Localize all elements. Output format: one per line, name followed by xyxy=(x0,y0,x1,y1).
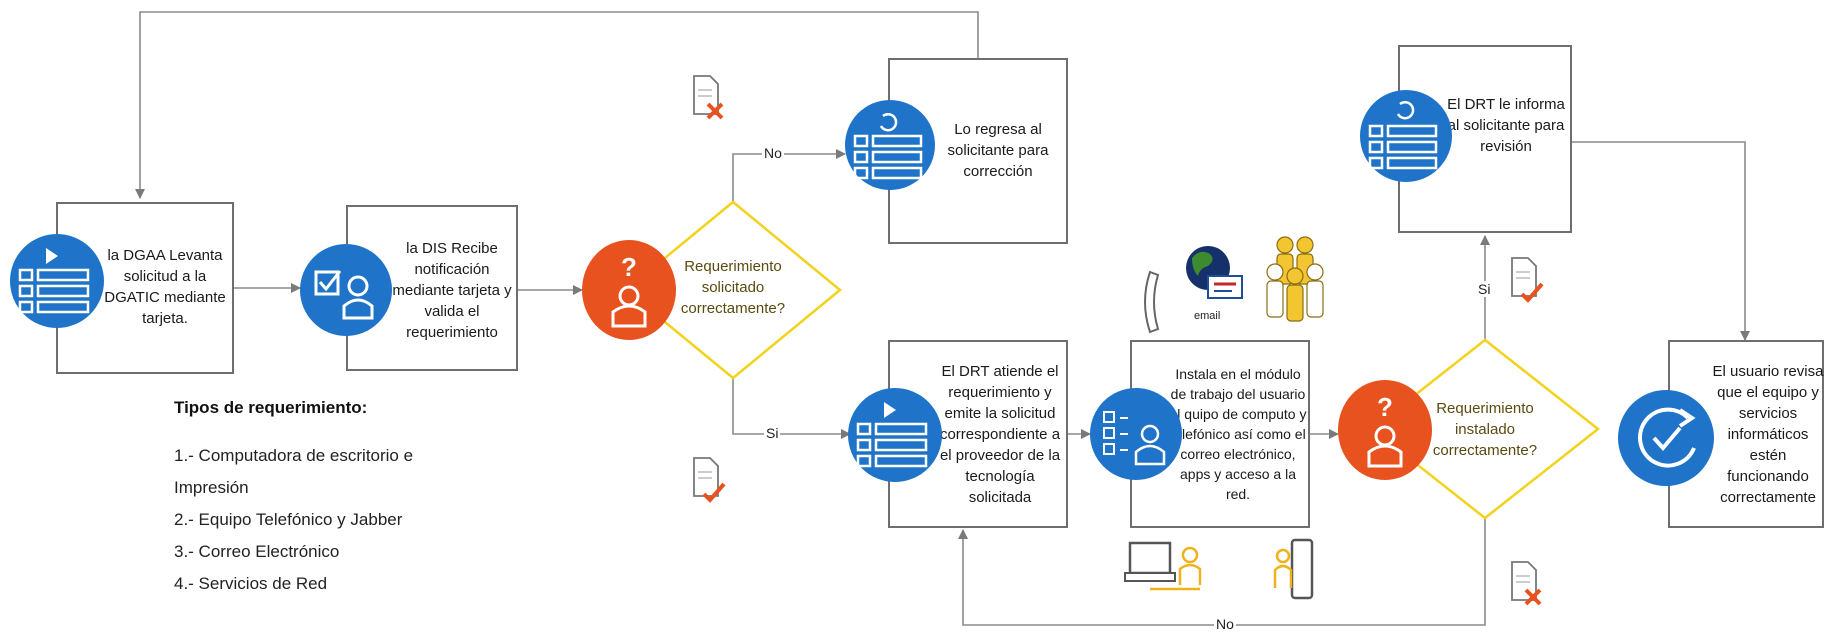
form-play-icon xyxy=(18,248,90,314)
requirement-type-item: 1.- Computadora de escritorio e xyxy=(174,446,414,465)
edge-label-no-2: No xyxy=(1214,616,1236,632)
loop-return-line xyxy=(135,11,979,199)
return-text: Lo regresa al solicitante para correcció… xyxy=(947,120,1049,180)
question-user-icon: ? xyxy=(1367,392,1403,468)
email-globe-icon xyxy=(1186,246,1243,299)
step4-tasklist-user-icon xyxy=(1090,388,1182,480)
form-play-icon xyxy=(856,402,928,468)
arrow-d1-no xyxy=(732,149,846,202)
arrow-d1-si xyxy=(732,378,851,439)
doc-approved-icon-2 xyxy=(1511,257,1544,303)
step2-checklist-user-icon xyxy=(300,244,392,336)
doc-rejected-icon-2 xyxy=(1511,561,1542,606)
step3-text: El DRT atiende el requerimiento y emite … xyxy=(939,362,1061,506)
step3-form-icon xyxy=(848,388,942,482)
svg-text:?: ? xyxy=(1377,392,1393,422)
question-user-icon: ? xyxy=(611,252,647,328)
checklist-user-icon xyxy=(314,270,374,320)
decision2-question-icon: ? xyxy=(1338,380,1432,480)
requirement-types-heading: Tipos de requerimiento: xyxy=(174,398,368,417)
people-group-icon xyxy=(1266,236,1324,322)
requirement-type-item: 4.- Servicios de Red xyxy=(174,574,328,593)
svg-text:?: ? xyxy=(621,252,637,282)
requirement-types: Tipos de requerimiento: 1.- Computadora … xyxy=(174,398,413,600)
final-text: El usuario revisa que el equipo y servic… xyxy=(1712,362,1824,506)
cycle-check-icon xyxy=(1638,407,1696,468)
tasklist-user-icon xyxy=(1103,411,1166,466)
step1-text: la DGAA Levanta solicitud a la DGATIC me… xyxy=(104,247,226,327)
edge-label-si-1: Si xyxy=(764,425,781,441)
inform-text: El DRT le informa al solicitante para re… xyxy=(1447,95,1565,155)
phone-device-icon xyxy=(1273,538,1314,600)
decision1-text: Requerimiento solicitado correctamente? xyxy=(680,258,786,317)
decision2-text: Requerimiento instalado correctamente? xyxy=(1432,400,1538,459)
doc-rejected-icon-1 xyxy=(693,75,724,120)
requirement-type-item: Impresión xyxy=(174,478,249,497)
form-refresh-icon xyxy=(1368,101,1438,170)
doc-approved-icon-1 xyxy=(693,457,726,503)
decision1-question-icon: ? xyxy=(582,240,676,340)
edge-label-si-2: Si xyxy=(1476,281,1493,297)
step1-form-icon xyxy=(10,234,104,328)
computer-user-icon xyxy=(1124,541,1202,591)
return-form-icon xyxy=(845,100,935,190)
telephone-icon xyxy=(1144,270,1160,334)
inform-form-icon xyxy=(1360,90,1452,182)
arrow-inform-final xyxy=(1572,141,1750,341)
step2-text: la DIS Recibe notificación mediante tarj… xyxy=(392,239,512,341)
requirement-type-item: 2.- Equipo Telefónico y Jabber xyxy=(174,510,403,529)
form-refresh-icon xyxy=(853,113,923,180)
final-check-icon xyxy=(1618,390,1714,486)
arrow-d2-no xyxy=(958,518,1486,626)
step4-text: Instala en el módulo de trabajo del usua… xyxy=(1169,366,1307,502)
email-icon-label: email xyxy=(1192,310,1223,322)
edge-label-no-1: No xyxy=(762,145,784,161)
requirement-type-item: 3.- Correo Electrónico xyxy=(174,542,340,561)
